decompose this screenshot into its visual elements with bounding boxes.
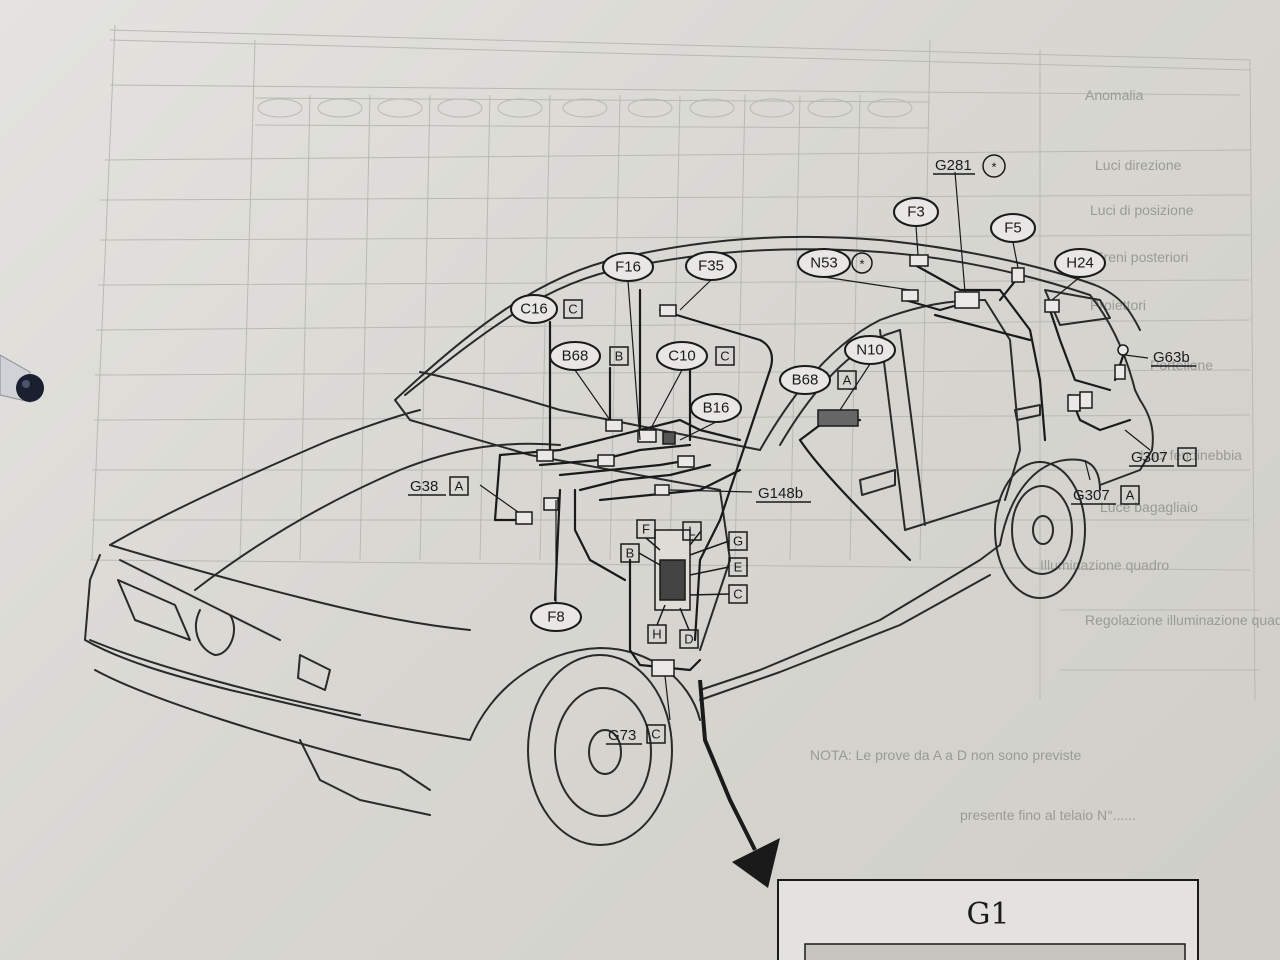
junction-g: G xyxy=(733,534,743,549)
oval-callouts xyxy=(510,197,1106,632)
junction-e: E xyxy=(734,560,743,575)
faint-note-1: NOTA: Le prove da A a D non sono previst… xyxy=(810,747,1082,763)
box-n53-asterisk: * xyxy=(859,257,864,272)
label-g63b: G63b xyxy=(1153,349,1190,366)
label-b16: B16 xyxy=(703,400,730,417)
faint-row-7: Luce bagagliaio xyxy=(1100,499,1198,515)
label-g307a: G307 xyxy=(1073,487,1110,504)
label-g281: G281 xyxy=(935,157,972,174)
box-g73: C xyxy=(651,727,660,742)
faint-row-1: Luci direzione xyxy=(1095,157,1182,173)
callout-oval-c16 xyxy=(510,294,558,324)
junction-letters: F L B G E C H D xyxy=(626,522,743,647)
box-b68b: B xyxy=(615,349,624,364)
label-g73: G73 xyxy=(608,727,636,744)
faint-row-3: Freni posteriori xyxy=(1095,249,1188,265)
label-f5: F5 xyxy=(1004,220,1022,237)
label-f16: F16 xyxy=(615,259,641,276)
box-g281-asterisk: * xyxy=(991,160,996,175)
label-g38: G38 xyxy=(410,478,438,495)
faint-row-8: Illuminazione quadro xyxy=(1040,557,1169,573)
label-n53: N53 xyxy=(810,255,838,272)
label-g307c: G307 xyxy=(1131,449,1168,466)
faint-header: Anomalia xyxy=(1085,87,1144,103)
oval-callout-labels: C16 F16 F35 B68 C10 B16 N53 N10 B68 F3 F… xyxy=(520,204,1094,626)
box-g307c: C xyxy=(1182,450,1191,465)
label-f3: F3 xyxy=(907,204,925,221)
label-f35: F35 xyxy=(698,258,724,275)
label-b68b: B68 xyxy=(562,348,589,365)
faint-row-9: Regolazione illuminazione quadro xyxy=(1085,612,1280,628)
junction-l: L xyxy=(688,524,695,539)
faint-note-2: presente fino al telaio N°...... xyxy=(960,807,1136,823)
label-f8: F8 xyxy=(547,609,565,626)
label-c16: C16 xyxy=(520,301,548,318)
box-g38: A xyxy=(455,479,464,494)
callout-oval-b68a xyxy=(779,365,831,395)
faint-row-2: Luci di posizione xyxy=(1090,202,1194,218)
junction-h: H xyxy=(652,627,661,642)
variant-boxes: C B C A * xyxy=(563,252,873,390)
label-c10: C10 xyxy=(668,348,696,365)
background-table-grid xyxy=(89,24,1260,701)
label-n10: N10 xyxy=(856,342,884,359)
connectors xyxy=(515,254,1129,677)
box-c10: C xyxy=(720,349,729,364)
faint-row-5: Portellone xyxy=(1150,357,1213,373)
junction-b: B xyxy=(626,546,635,561)
label-h24: H24 xyxy=(1066,255,1094,272)
box-g307a: A xyxy=(1126,488,1135,503)
detail-box-g1: G1 xyxy=(777,879,1199,960)
label-g148b: G148b xyxy=(758,485,803,502)
junction-f: F xyxy=(642,522,650,537)
label-b68a: B68 xyxy=(792,372,819,389)
car-body-outline xyxy=(84,235,1154,846)
junction-c: C xyxy=(733,587,742,602)
pen-object xyxy=(0,354,44,403)
box-c16: C xyxy=(568,302,577,317)
underlined-labels: G281 * G63b G307 C G307 A G38 A G148b G7… xyxy=(408,154,1197,745)
faint-row-6: Luci fendinebbia xyxy=(1140,447,1242,463)
leader-lines xyxy=(479,171,1151,721)
box-b68a: A xyxy=(843,373,852,388)
detail-title: G1 xyxy=(966,897,1009,932)
junction-d: D xyxy=(684,632,693,647)
background-table-text: Anomalia Luci direzione Luci di posizion… xyxy=(810,87,1280,823)
junction-letter-boxes xyxy=(620,519,748,649)
arrow-to-detail xyxy=(698,679,780,888)
